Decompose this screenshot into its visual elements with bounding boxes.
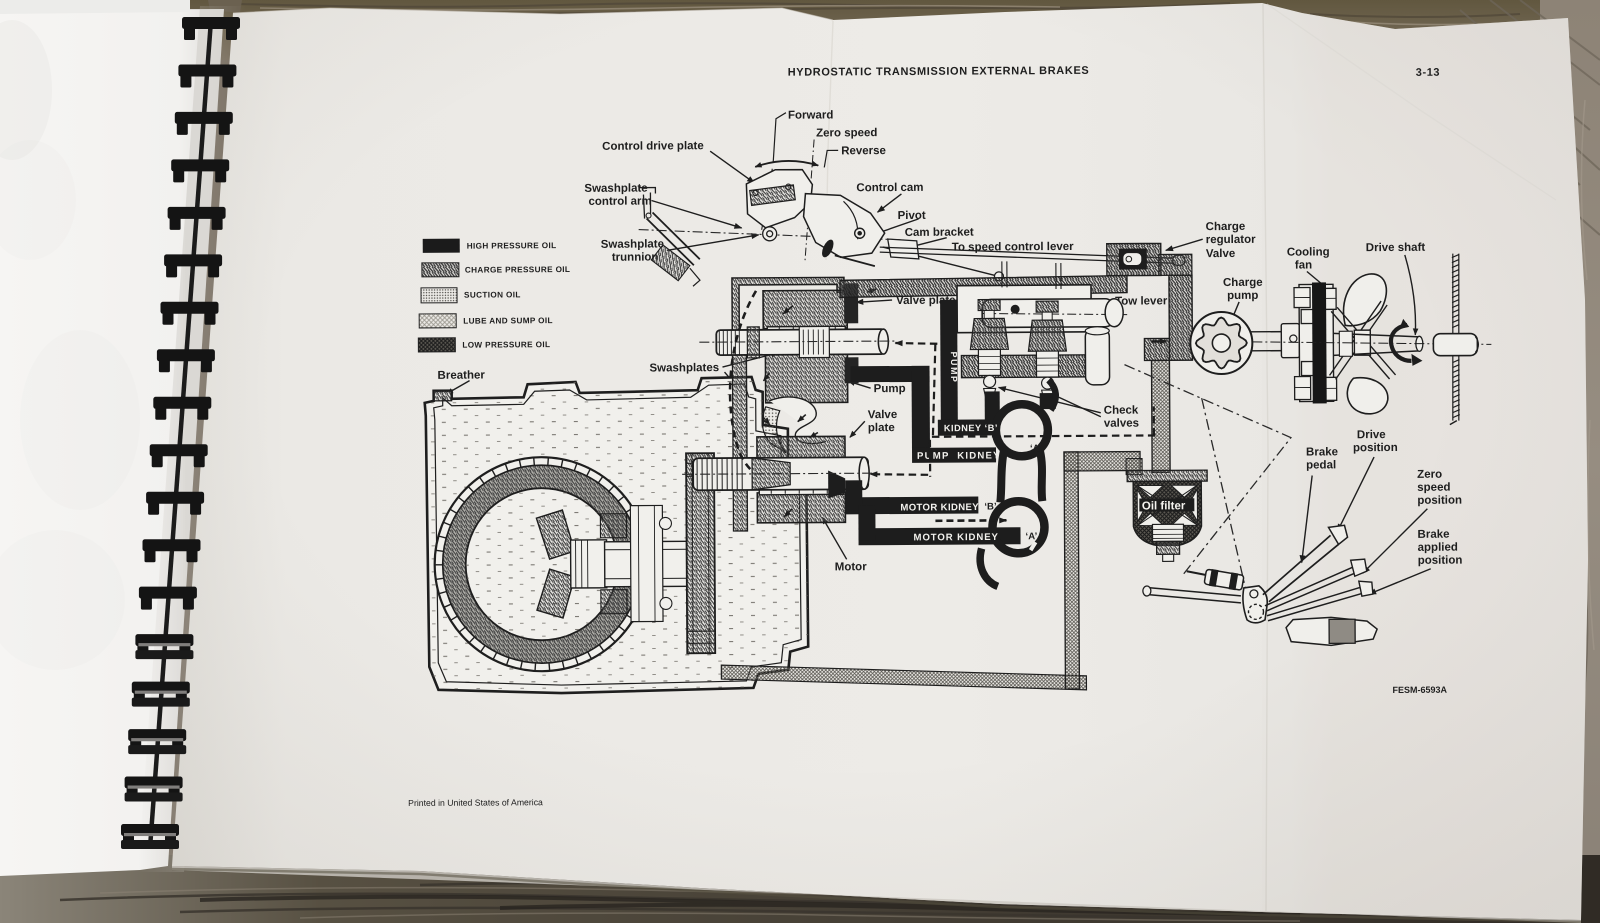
svg-text:position: position bbox=[1418, 555, 1463, 567]
svg-text:Swashplate: Swashplate bbox=[584, 183, 647, 195]
svg-text:Control drive plate: Control drive plate bbox=[602, 140, 704, 153]
svg-text:Forward: Forward bbox=[788, 109, 833, 121]
svg-text:PUMP KIDNEY: PUMP KIDNEY bbox=[917, 450, 1001, 462]
svg-text:applied: applied bbox=[1418, 542, 1458, 554]
svg-text:Brake: Brake bbox=[1417, 529, 1449, 541]
svg-text:Zero speed: Zero speed bbox=[816, 127, 877, 139]
svg-text:KIDNEY ‘B’: KIDNEY ‘B’ bbox=[944, 423, 998, 433]
svg-text:Swashplates: Swashplates bbox=[649, 362, 719, 374]
svg-text:Swashplate: Swashplate bbox=[601, 238, 664, 250]
svg-text:SUCTION OIL: SUCTION OIL bbox=[464, 290, 521, 299]
svg-text:Control cam: Control cam bbox=[856, 182, 923, 194]
svg-text:Oil filter: Oil filter bbox=[1142, 500, 1186, 512]
svg-text:speed: speed bbox=[1417, 482, 1450, 494]
svg-text:Pivot: Pivot bbox=[898, 210, 926, 222]
svg-text:position: position bbox=[1417, 495, 1462, 507]
svg-text:MOTOR KIDNEY: MOTOR KIDNEY bbox=[900, 502, 979, 513]
svg-text:PUMP: PUMP bbox=[949, 352, 959, 384]
svg-text:CHARGE PRESSURE OIL: CHARGE PRESSURE OIL bbox=[465, 265, 570, 275]
svg-text:Brake: Brake bbox=[1306, 446, 1338, 458]
svg-text:Pump: Pump bbox=[874, 383, 906, 395]
svg-text:control arm: control arm bbox=[588, 196, 651, 208]
svg-text:plate: plate bbox=[868, 422, 895, 434]
svg-text:fan: fan bbox=[1295, 259, 1312, 271]
svg-text:Zero: Zero bbox=[1417, 469, 1442, 481]
svg-text:FESM-6593A: FESM-6593A bbox=[1392, 685, 1447, 695]
svg-text:position: position bbox=[1353, 442, 1398, 454]
svg-text:Charge: Charge bbox=[1223, 277, 1263, 289]
svg-text:Valve: Valve bbox=[1206, 248, 1235, 260]
svg-text:Check: Check bbox=[1104, 405, 1139, 417]
svg-text:Breather: Breather bbox=[438, 370, 486, 382]
svg-text:Valve: Valve bbox=[868, 409, 897, 421]
svg-text:Charge: Charge bbox=[1206, 221, 1246, 233]
svg-text:Printed in United States of Am: Printed in United States of America bbox=[408, 797, 543, 808]
svg-text:3-13: 3-13 bbox=[1416, 67, 1440, 79]
svg-text:Cooling: Cooling bbox=[1287, 246, 1330, 258]
svg-text:HYDROSTATIC TRANSMISSION EXTER: HYDROSTATIC TRANSMISSION EXTERNAL BRAKES bbox=[788, 65, 1090, 79]
svg-text:pump: pump bbox=[1227, 290, 1258, 302]
svg-text:Drive shaft: Drive shaft bbox=[1366, 242, 1426, 254]
svg-text:Reverse: Reverse bbox=[841, 145, 886, 157]
svg-text:Cam bracket: Cam bracket bbox=[905, 227, 974, 239]
svg-text:regulator: regulator bbox=[1206, 234, 1256, 246]
svg-text:‘A’: ‘A’ bbox=[1030, 443, 1042, 454]
svg-text:‘B’: ‘B’ bbox=[984, 501, 997, 512]
svg-text:valves: valves bbox=[1104, 418, 1139, 430]
svg-text:Tow lever: Tow lever bbox=[1115, 295, 1168, 307]
svg-text:LOW PRESSURE OIL: LOW PRESSURE OIL bbox=[462, 340, 550, 350]
svg-text:MOTOR KIDNEY: MOTOR KIDNEY bbox=[914, 532, 999, 544]
svg-text:‘A’: ‘A’ bbox=[1025, 531, 1037, 542]
svg-text:trunnion: trunnion bbox=[612, 251, 659, 263]
svg-text:Drive: Drive bbox=[1357, 429, 1386, 441]
svg-text:pedal: pedal bbox=[1306, 459, 1336, 471]
svg-text:Motor: Motor bbox=[835, 561, 868, 573]
svg-text:HIGH PRESSURE OIL: HIGH PRESSURE OIL bbox=[467, 241, 557, 251]
svg-text:LUBE AND SUMP OIL: LUBE AND SUMP OIL bbox=[463, 316, 553, 326]
